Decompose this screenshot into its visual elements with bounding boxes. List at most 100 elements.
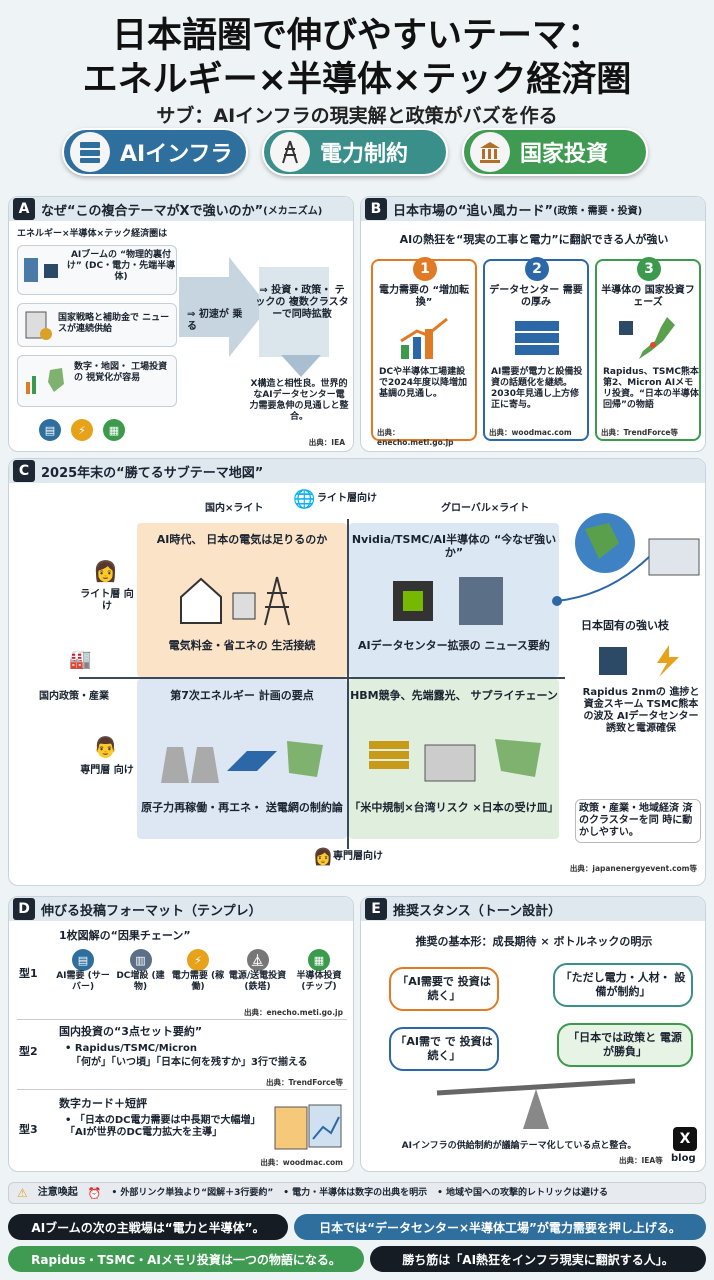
number-cards-icon [274, 1104, 342, 1150]
document-money-icon [25, 311, 52, 340]
building-icon: ▥ [129, 949, 152, 971]
divider [17, 1019, 347, 1020]
type1-head: 1枚図解の“因果チェーン” [59, 929, 191, 942]
bank-icon [470, 132, 510, 172]
axis-horizontal [79, 677, 565, 679]
bolt-icon: ⚡ [187, 949, 209, 971]
stance-bubble: 「日本では政策と 電源が勝負」 [557, 1023, 693, 1067]
summary-bar: AIブームの次の主戦場は“電力と半導体”。 [8, 1214, 288, 1240]
panel-d: D 伸びる投稿フォーマット（テンプレ） 型1 1枚図解の“因果チェーン” ▤AI… [8, 896, 354, 1172]
left-label-expert: 専門層 向け [80, 765, 134, 776]
person-icon: 👨 [93, 735, 118, 759]
arrow-shape [179, 257, 329, 357]
panel-c-title: C 2025年末の“勝てるサブテーマ地図” [9, 459, 705, 483]
divider [17, 1089, 347, 1090]
panel-d-title: D 伸びる投稿フォーマット（テンプレ） [9, 897, 353, 921]
house-meter-pylon-icon [180, 576, 290, 626]
summary-bar: 日本では“データセンター×半導体工場”が電力需要を押し上げる。 [294, 1214, 706, 1240]
stance-bubble: 「ただし電力・人材・ 設備が制約」 [553, 963, 693, 1007]
japan-map-icon [619, 317, 675, 359]
card-3: 3 半導体の 国家投資フェーズ Rapidus、TSMC熊本第2、Micron … [595, 257, 701, 441]
causal-chain: ▤AI需要 (サーバー) ▥DC増設 (建物) ⚡電力需要 (稼働) ⏅電源/送… [55, 949, 349, 993]
panel-c: C 2025年末の“勝てるサブテーマ地図” 国内×ライト グローバル×ライト 🌐… [8, 458, 706, 886]
panel-b-lead: AIの熱狂を“現実の工事と電力”に翻訳できる人が強い [399, 233, 669, 246]
x-logo-icon: X [673, 1127, 697, 1151]
axis-top: ライト層向け [317, 493, 377, 504]
datacenter-icon [515, 321, 559, 355]
panel-e-lead: 推奨の基本形：成長期待 × ボトルネックの明示 [415, 935, 653, 948]
panel-e-title: E 推奨スタンス（トーン設計） [361, 897, 705, 921]
card-2: 2 データセンター 需要の厚み AI需要が電力と設備投資の話題化を継続。2030… [483, 257, 589, 441]
source: 出典：IEA [308, 438, 345, 447]
right-note: 政策・産業・地域経済 済のクラスターを同 時に動かしやすい。 [575, 799, 701, 843]
quad-tr: Nvidia/TSMC/AI半導体の “今なぜ強いか” AIデータセンター拡張の… [349, 523, 559, 677]
chart-map-icon [26, 368, 64, 394]
page-subtitle: サブ：AIインフラの現実解と政策がバズを作る [156, 105, 558, 127]
source: 出典：woodmac.com [260, 1158, 343, 1167]
quad-tl: AI時代、 日本の電気は足りるのか 電気料金・省エネの 生活接続 [137, 523, 347, 677]
arrow-label-2: ⇒ 投資・政策・ テックの 複数クラスターで同時拡散 [255, 285, 349, 320]
quad-br: HBM競争、先端露光、 サプライチェーン 「米中規制×台湾リスク ×日本の受け皿… [349, 679, 559, 839]
stance-bubble: 「AI需要で 投資は続く」 [389, 967, 499, 1011]
alarm-icon: ⏰ [87, 1186, 102, 1200]
growth-chart-icon [400, 317, 448, 359]
panel-e: E 推奨スタンス（トーン設計） 推奨の基本形：成長期待 × ボトルネックの明示 … [360, 896, 706, 1172]
hbm-litho-map-icon [369, 739, 541, 782]
source: 出典：IEA等 [619, 1156, 663, 1165]
panel-a-note: X構造と相性良。世界的なAIデータセンター電力需要急伸の見通しと整合。 [249, 379, 349, 422]
stance-bubble: 「AI需で で 投資は続く」 [389, 1027, 499, 1071]
factory-icon: 🏭 [69, 649, 92, 670]
pylon-icon: ⏅ [246, 949, 269, 971]
pill-label: 電力制約 [320, 142, 409, 167]
type3-head: 数字カード＋短評 [59, 1097, 147, 1110]
pylon-icon [270, 132, 310, 172]
plant-solar-map-icon [161, 741, 323, 783]
mechanism-item: AIブームの “物理的裏付け” (DC・電力・先端半導体) [17, 245, 177, 295]
server-icon: ▤ [39, 419, 61, 441]
panel-a-intro: エネルギー×半導体×テック経済圏は [17, 229, 168, 239]
pill-label: AIインフラ [120, 142, 233, 167]
mechanism-item: 国家戦略と補助金で ニュースが連続供給 [17, 303, 177, 347]
balance-seesaw-icon [436, 1078, 636, 1129]
quad-label-tr: グローバル×ライト [441, 503, 530, 514]
source: 出典：TrendForce等 [266, 1078, 343, 1087]
left-label-light: ライト層 向け [80, 589, 134, 612]
flow-icons: ▤ ⚡ ▦ [39, 419, 125, 441]
quad-bl: 第7次エネルギー 計画の要点 原子力再稼働・再エネ・ 送電網の制約論 [137, 679, 347, 839]
globe-factory-icon [552, 513, 700, 606]
summary-bar: 勝ち筋は「AI熱狂をインフラ現実に翻訳する人」。 [370, 1246, 706, 1272]
caution-bar: ⚠ 注意喚起 ⏰ • 外部リンク単独より“図解＋3行要約” • 電力・半導体は数… [8, 1182, 706, 1204]
axis-vertical [347, 519, 349, 849]
chip-icon: ▦ [103, 419, 125, 441]
bolt-icon: ⚡ [71, 419, 93, 441]
panel-b-title: B 日本市場の“追い風カード”(政策・需要・投資) [361, 197, 705, 221]
x-blog-label: blog [671, 1153, 696, 1164]
server-chip-icon [24, 258, 58, 282]
person-icon: 👩 [313, 847, 333, 866]
summary-bar: Rapidus・TSMC・AIメモリ投資は一つの物語になる。 [8, 1246, 364, 1272]
panel-e-note: AIインフラの供給制約が議論テーマ化している点と整合。 [401, 1141, 637, 1151]
warning-icon: ⚠ [17, 1186, 28, 1200]
type-label: 型1 [19, 967, 38, 980]
page-title: 日本語圏で伸びやすいテーマ： [111, 16, 602, 56]
arrow-label-1: ⇒ 初速が 乗る [187, 309, 243, 332]
server-icon: ▤ [72, 949, 94, 971]
down-arrow [281, 355, 321, 377]
pill-label: 国家投資 [520, 142, 609, 167]
pill-national-invest: 国家投資 [462, 128, 648, 176]
page-title-2: エネルギー×半導体×テック経済圏 [82, 60, 632, 100]
pill-power: 電力制約 [262, 128, 448, 176]
type-label: 型2 [19, 1045, 38, 1058]
server-icon [70, 132, 110, 172]
chip-bolt-icon [599, 645, 679, 677]
right-head: 日本固有の強い枝 [581, 619, 669, 632]
panel-a: A なぜ“この複合テーマがXで強いのか”(メカニズム) エネルギー×半導体×テッ… [8, 196, 354, 452]
type-label: 型3 [19, 1123, 38, 1136]
quad-label-tl: 国内×ライト [205, 503, 264, 514]
right-body: Rapidus 2nmの 進捗と資金スキーム TSMC熊本の波及 AIデータセン… [582, 687, 700, 734]
source: 出典：japanenergyevent.com等 [569, 864, 697, 873]
panel-b: B 日本市場の“追い風カード”(政策・需要・投資) AIの熱狂を“現実の工事と電… [360, 196, 706, 452]
left-label-policy: 国内政策・産業 [39, 691, 109, 702]
axis-bottom: 専門層向け [333, 851, 383, 862]
card-1: 1 電力需要の “増加転換” DCや半導体工場建設で2024年度以降増加基調の見… [371, 257, 477, 447]
